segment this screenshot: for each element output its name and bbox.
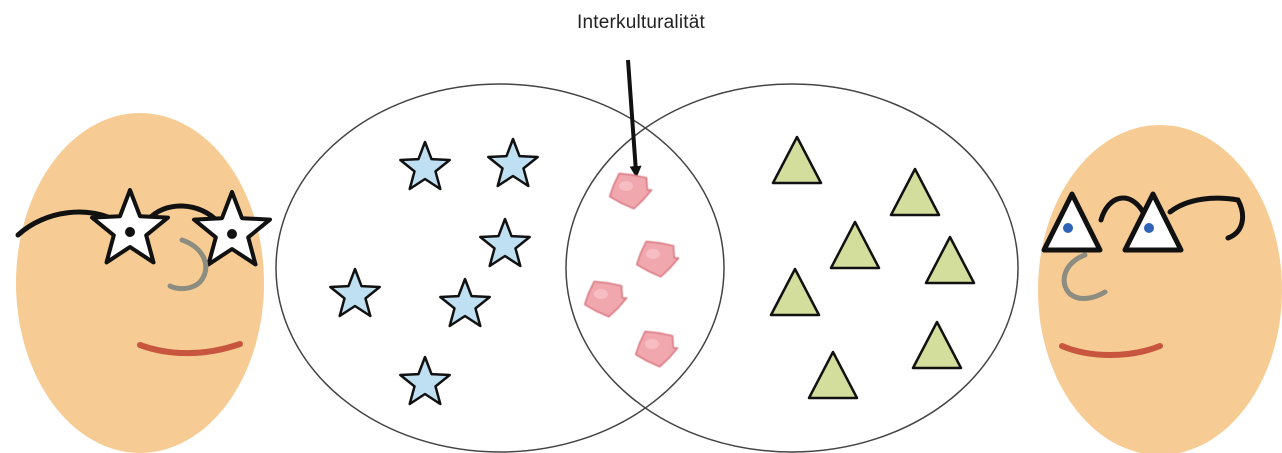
triangle-icon [926,237,974,283]
triangle-icon [809,352,857,398]
right-face [1038,125,1282,453]
pupil-icon [1144,223,1154,233]
star-icon [330,269,379,316]
triangle-icon [831,222,879,268]
star-icon [488,139,537,186]
overlap-blobs [585,174,679,367]
right-person [1038,125,1282,453]
blob-icon [585,282,627,317]
triangle-icon [891,169,939,215]
blob-icon [610,174,652,209]
star-icon [400,142,449,189]
left-face [16,113,264,453]
triangle-icon [771,269,819,315]
pupil-icon [1063,223,1073,233]
triangle-icon [913,322,961,368]
star-icon [480,219,529,266]
blob-icon [637,242,679,277]
label-arrow [628,60,636,172]
pupil-icon [227,229,237,239]
star-icon [440,279,489,326]
left-person [16,113,270,453]
blob-icon [636,332,678,367]
star-icon [400,357,449,404]
left-culture-stars [330,139,537,404]
right-culture-triangles [771,137,974,398]
pupil-icon [125,227,135,237]
triangle-icon [773,137,821,183]
